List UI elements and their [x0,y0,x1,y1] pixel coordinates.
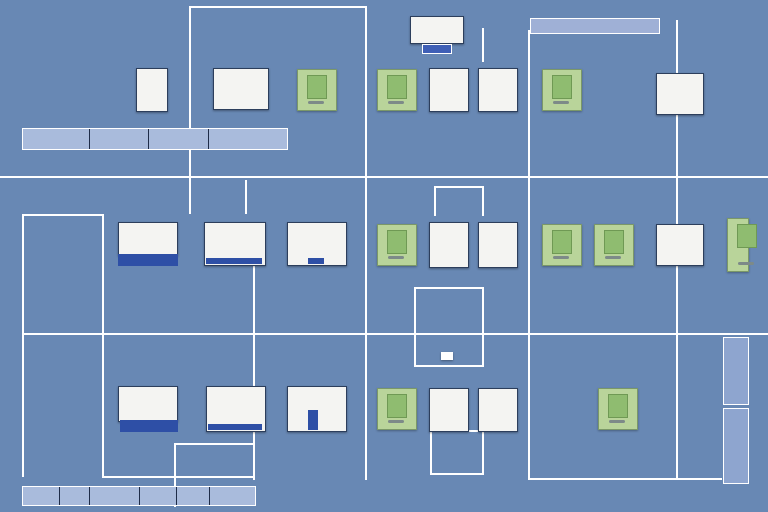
grid-line-v-leftbox [102,214,104,476]
card-r3-d[interactable] [429,388,469,432]
chip-r1-a[interactable] [297,69,337,111]
connector-v-top-center-r [482,186,484,216]
grid-line-h-topbox [189,6,365,8]
chip-r3-b[interactable] [598,388,638,430]
card-r1-c[interactable] [429,68,469,112]
card-top-title [410,16,464,44]
strip-cell[interactable] [140,487,178,505]
grid-line-v-1 [189,6,191,176]
grid-line-h-leftbox [22,214,102,216]
connector-h-top-center [434,186,484,188]
card-r2-a[interactable] [118,222,178,256]
grid-line-v-left [22,214,24,477]
card-r2-a-bar [118,254,178,266]
strip-cell[interactable] [209,487,255,505]
strip-cell[interactable] [23,129,90,149]
box-center-bottom [414,365,484,367]
chip-r2-b[interactable] [542,224,582,266]
card-r3-c-bar [308,410,318,430]
card-r2-e[interactable] [478,222,518,268]
strip-cell[interactable] [90,487,141,505]
toolbar-strip-top[interactable] [22,128,288,150]
strip-cell[interactable] [177,487,210,505]
card-r2-c-bar [308,258,324,264]
grid-line-v-mid-2 [245,180,247,214]
card-top-title-tag [422,44,452,54]
card-r1-a[interactable] [136,68,168,112]
box-lower-left [430,430,432,474]
strip-cell[interactable] [59,487,91,505]
toolbar-strip-bottom[interactable] [22,486,256,506]
box-lower-bottom [430,473,484,475]
box-center-top [414,287,484,289]
connector-v-top-center-l [434,186,436,216]
side-panel-upper[interactable] [723,337,749,405]
grid-line-h-bottom-left [102,476,254,478]
connector-v-top-pin [482,28,484,62]
card-r1-e[interactable] [656,73,704,115]
card-r3-b-bar [208,424,262,430]
card-r3-a[interactable] [118,386,178,422]
center-marker [441,352,453,360]
grid-line-v-center [253,260,255,480]
card-r3-a-bar [120,420,178,432]
strip-cell[interactable] [23,487,60,505]
strip-cell[interactable] [148,129,210,149]
top-right-banner [530,18,660,34]
side-panel-lower[interactable] [723,408,749,484]
chip-r1-c[interactable] [542,69,582,111]
grid-line-v-2 [365,6,367,480]
strip-cell[interactable] [89,129,149,149]
box-center-left [414,287,416,365]
grid-line-h-top [0,176,768,178]
strip-cell[interactable] [209,129,287,149]
grid-line-h-middle [22,333,768,335]
chip-r2-edge[interactable] [727,218,757,272]
box-lower-right [482,430,484,474]
grid-line-h-bottom-left-2 [174,443,254,445]
card-r1-b[interactable] [213,68,269,110]
card-r1-d[interactable] [478,68,518,112]
card-r2-d[interactable] [429,222,469,268]
card-r2-b-bar [206,258,262,264]
grid-line-v-bottom-left [174,443,176,507]
box-center-right [482,287,484,365]
chip-r2-c[interactable] [594,224,634,266]
grid-line-v-mid-1 [189,176,191,214]
chip-r2-a[interactable] [377,224,417,266]
card-r3-e[interactable] [478,388,518,432]
chip-r3-a[interactable] [377,388,417,430]
chip-r1-b[interactable] [377,69,417,111]
card-r2-f[interactable] [656,224,704,266]
grid-line-v-3 [528,30,530,480]
grid-line-h-bottom-right [528,478,722,480]
